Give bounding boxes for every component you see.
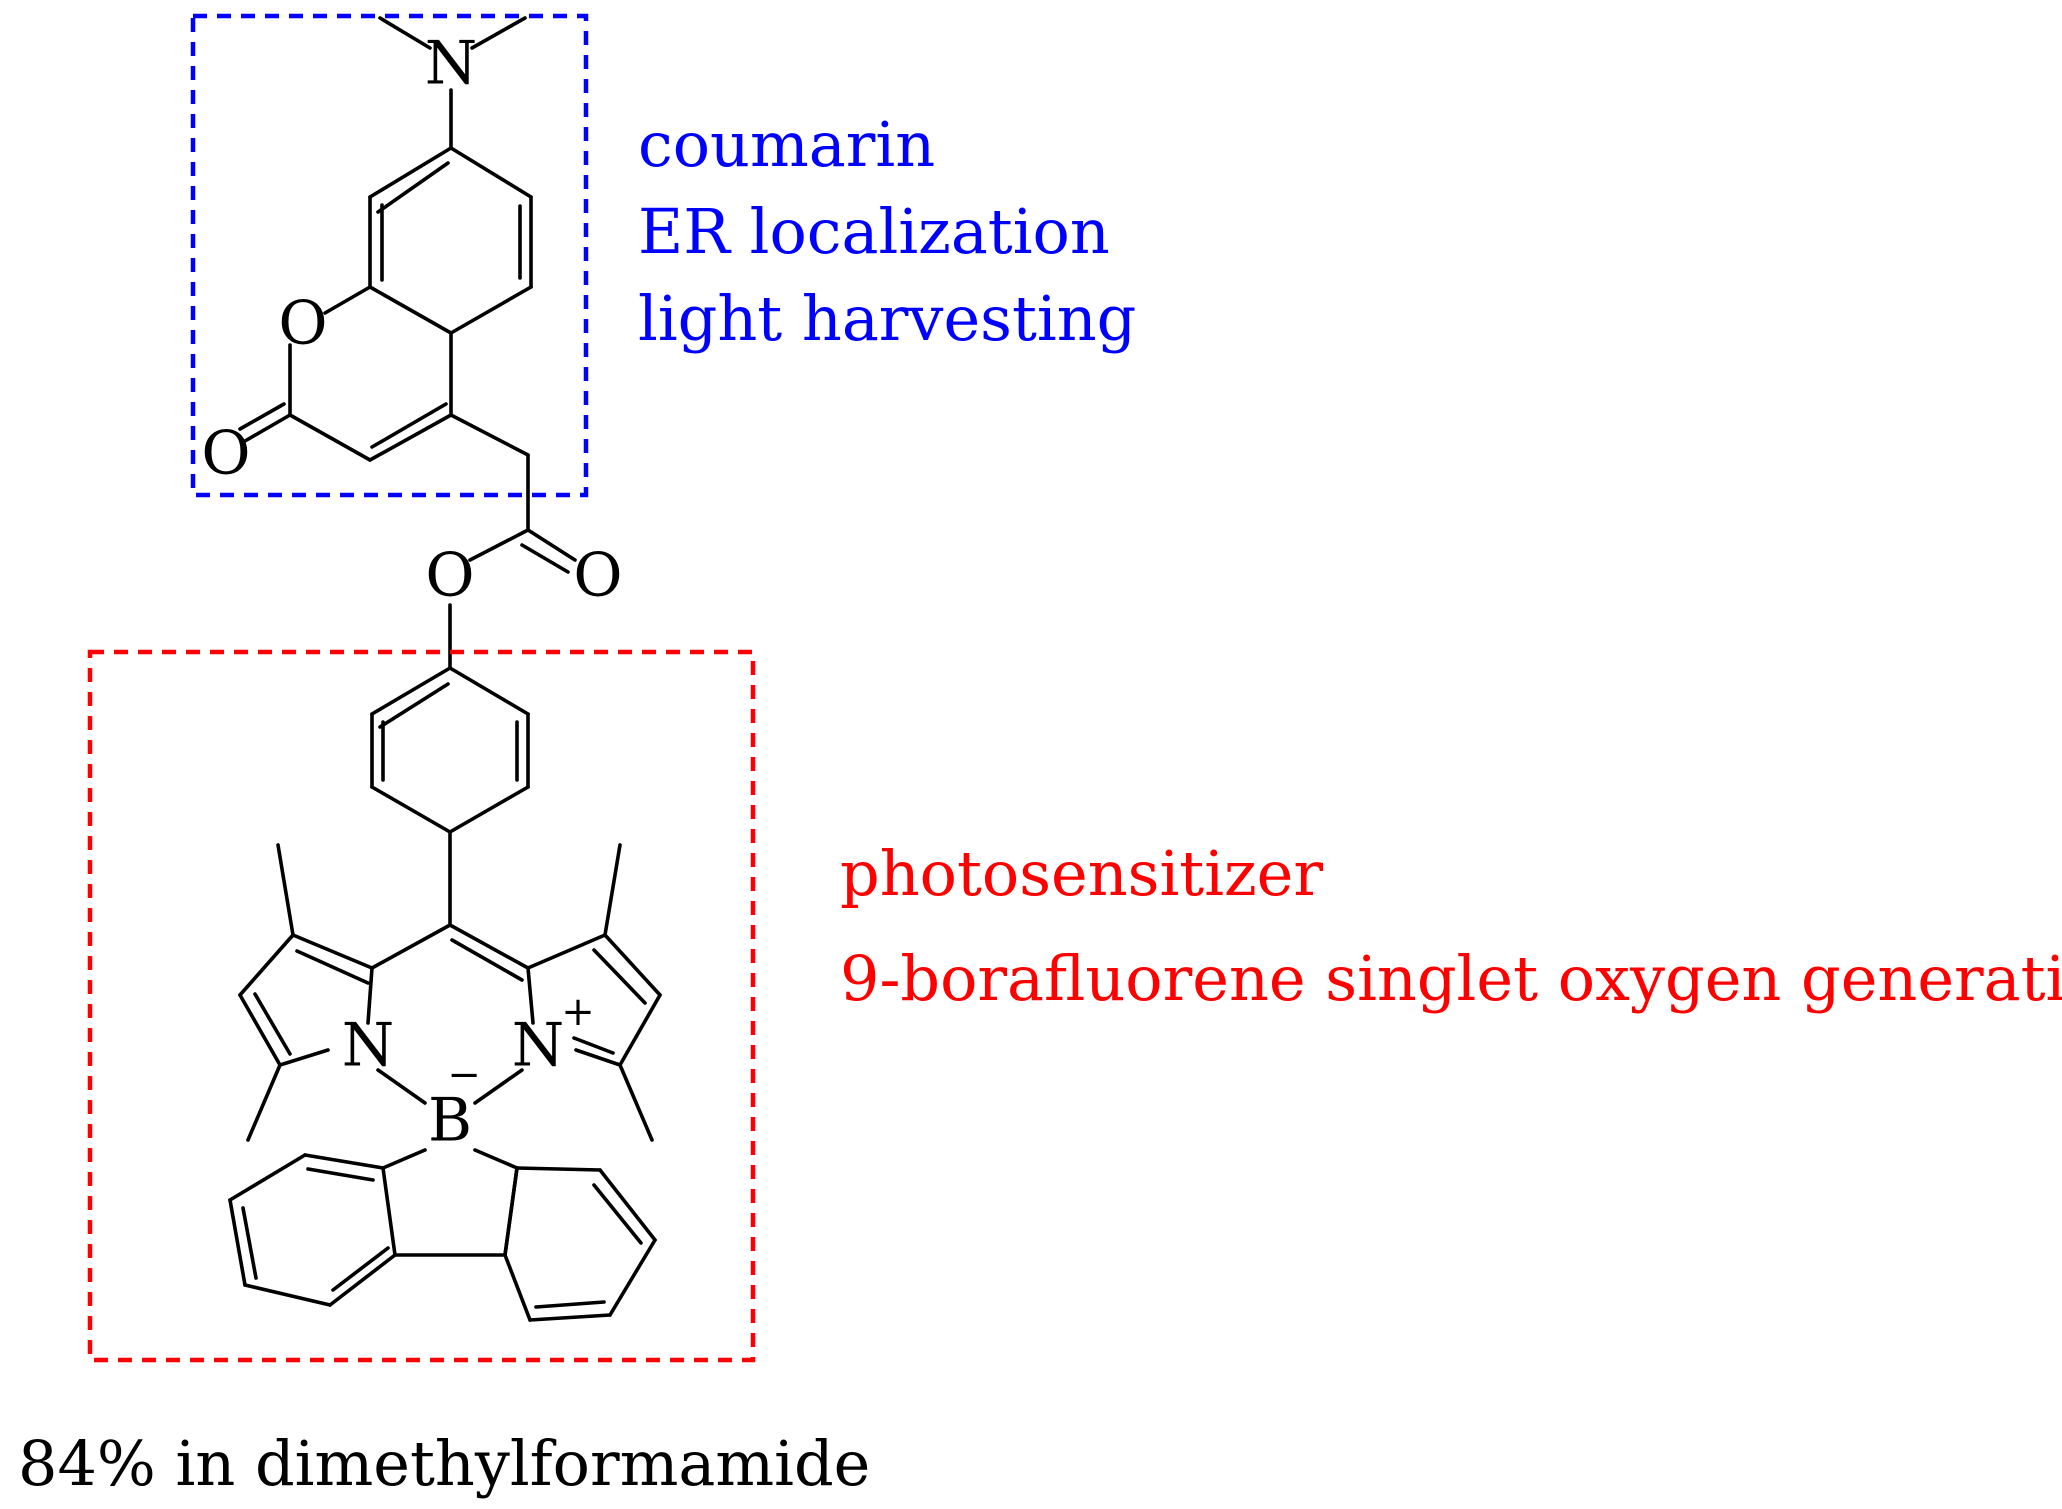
atom-o-ring: O — [278, 289, 327, 359]
label-coumarin: coumarin — [638, 108, 935, 181]
photosensitizer-highlight-box — [87, 649, 756, 1363]
atom-n-dimethylamino: N — [425, 29, 478, 99]
atom-o-carbonyl: O — [201, 419, 250, 489]
label-light-harvesting: light harvesting — [638, 282, 1136, 355]
atom-n-left: N — [342, 1011, 395, 1081]
label-photosensitizer: photosensitizer — [840, 837, 1323, 910]
coumarin-structure: N O O O O — [201, 16, 623, 611]
negative-charge: − — [447, 1052, 481, 1098]
atom-o-ester-carbonyl: O — [573, 541, 622, 611]
atom-n-right: N — [512, 1011, 565, 1081]
positive-charge: + — [561, 989, 595, 1035]
coumarin-labels: coumarin ER localization light harvestin… — [638, 108, 1136, 355]
photosensitizer-labels: photosensitizer 9-borafluorene singlet o… — [840, 837, 2062, 1015]
label-er-localization: ER localization — [638, 195, 1110, 268]
label-borafluorene-singlet-oxygen: 9-borafluorene singlet oxygen generation — [840, 942, 2062, 1015]
photosensitizer-structure: N N + B − — [228, 603, 662, 1322]
atom-boron: B — [428, 1086, 472, 1156]
atom-o-ester: O — [425, 541, 474, 611]
footnote-yield: 84% in dimethylformamide — [18, 1427, 870, 1500]
coumarin-highlight-box — [190, 13, 589, 498]
